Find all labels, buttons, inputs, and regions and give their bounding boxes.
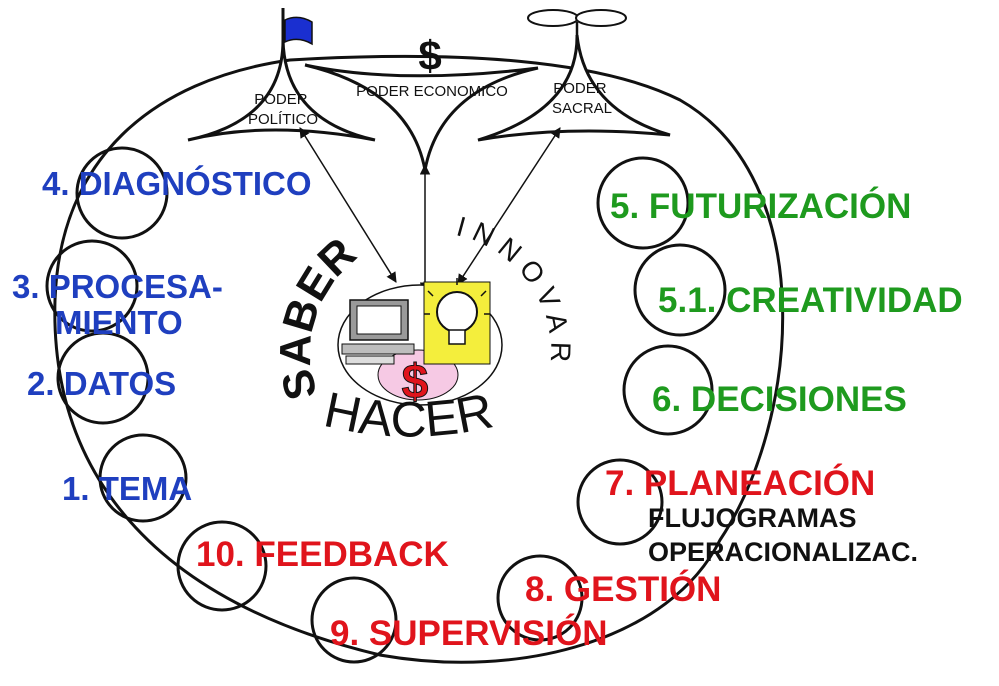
triangle-economic [304, 63, 539, 171]
label-diagnostico: 4. DIAGNÓSTICO [42, 165, 312, 202]
label-planeacion: 7. PLANEACIÓN [605, 463, 875, 503]
circle-planeacion [576, 458, 664, 546]
lightbulb-icon [423, 278, 491, 365]
arrow-sacral [457, 127, 561, 285]
label-poder-sacral: PODER SACRAL [552, 80, 612, 117]
circle-gestion [496, 554, 584, 642]
outer-loop [53, 54, 785, 664]
label-supervision: 9. SUPERVISIÓN [330, 613, 608, 653]
circle-feedback [176, 520, 268, 612]
circle-futurizacion [596, 156, 690, 250]
arrow-political [299, 127, 397, 283]
circle-decisiones [622, 344, 714, 436]
computer-icon [341, 299, 415, 365]
label-procesamiento-2: MIENTO [55, 304, 183, 341]
poder-sacral-line-2: SACRAL [552, 100, 612, 117]
dollar-sign-power: $ [418, 32, 441, 79]
propeller-icon [527, 9, 627, 40]
label-gestion: 8. GESTIÓN [525, 569, 721, 609]
label-feedback: 10. FEEDBACK [196, 535, 449, 574]
circle-tema [98, 433, 188, 523]
circle-procesamiento [45, 239, 139, 333]
label-operacionalizac: OPERACIONALIZAC. [648, 537, 918, 567]
dollar-sign-center: $ [402, 356, 429, 409]
poder-politico-line-1: PODER [254, 91, 308, 108]
poder-sacral-line-1: PODER [553, 80, 607, 97]
label-procesamiento-1: 3. PROCESA- [12, 268, 223, 305]
label-decisiones: 6. DECISIONES [652, 380, 907, 419]
word-hacer: HACER [320, 381, 498, 447]
triangle-political [187, 39, 376, 142]
label-flujogramas: FLUJOGRAMAS [648, 503, 857, 533]
label-creatividad: 5.1. CREATIVIDAD [658, 281, 963, 320]
circle-creatividad [633, 243, 727, 337]
center-emblem: $ [337, 278, 503, 410]
flag-icon [281, 8, 313, 48]
label-futurizacion: 5. FUTURIZACIÓN [610, 186, 911, 226]
poder-politico-line-2: POLÍTICO [248, 111, 318, 128]
circle-datos [56, 331, 150, 425]
label-datos: 2. DATOS [27, 365, 176, 402]
label-poder-economico: PODER ECONOMICO [356, 83, 508, 100]
circle-supervision [310, 576, 398, 664]
label-poder-politico: PODER POLÍTICO [248, 91, 318, 128]
label-tema: 1. TEMA [62, 470, 192, 507]
word-hacer-path: HACER [320, 381, 498, 447]
triangle-sacral [477, 34, 671, 142]
circle-diagnostico [75, 146, 169, 240]
